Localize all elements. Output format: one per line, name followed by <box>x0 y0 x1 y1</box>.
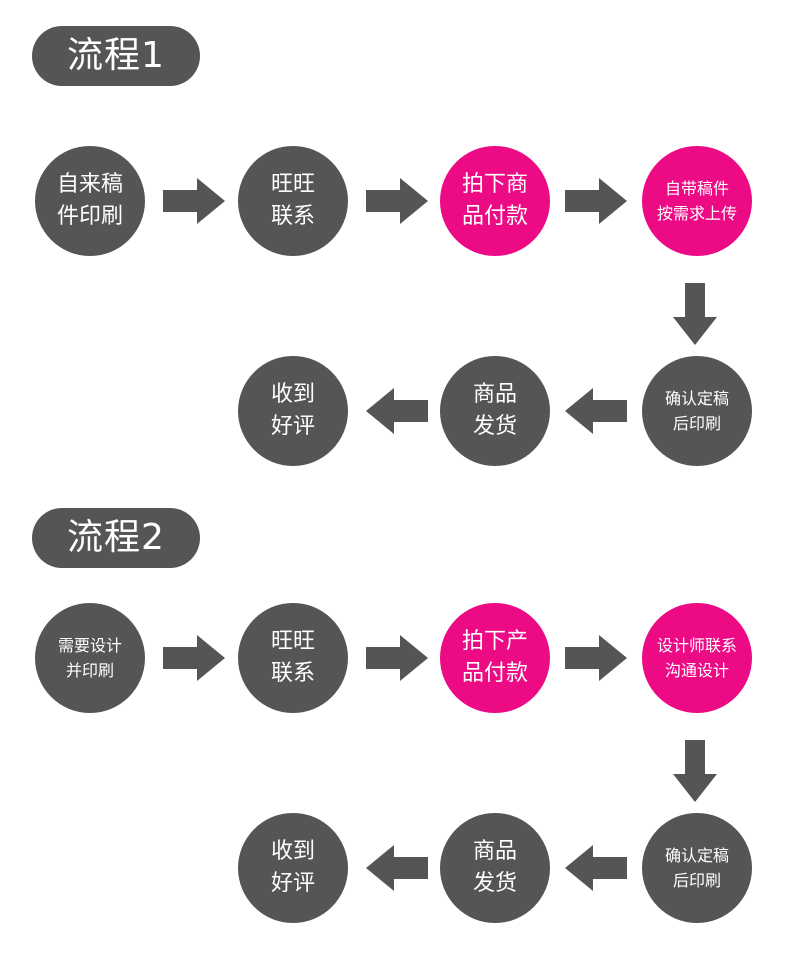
right-arrow-icon <box>163 178 225 224</box>
step-label-line: 需要设计 <box>57 636 122 655</box>
flow-1-title: 流程1 <box>32 26 200 86</box>
left-arrow-icon <box>565 845 627 891</box>
step-label-line: 后印刷 <box>672 871 721 890</box>
flow-1-step-6: 商品 发货 <box>440 356 550 466</box>
flow-1-step-2: 旺旺 联系 <box>238 146 348 256</box>
flow-2-step-4: 设计师联系 沟通设计 <box>642 603 752 713</box>
step-label-line: 设计师联系 <box>656 636 737 655</box>
step-label-line: 发货 <box>472 871 517 896</box>
right-arrow-icon <box>163 635 225 681</box>
flow-2-step-2: 旺旺 联系 <box>238 603 348 713</box>
step-label-line: 确认定稿 <box>664 389 729 408</box>
step-label-line: 拍下产 <box>461 629 528 654</box>
flow-2-step-5: 确认定稿 后印刷 <box>642 813 752 923</box>
step-label-line: 后印刷 <box>672 414 721 433</box>
step-label-line: 自来稿 <box>56 172 123 197</box>
right-arrow-icon <box>565 635 627 681</box>
flow-1-step-1: 自来稿 件印刷 <box>35 146 145 256</box>
right-arrow-icon <box>565 178 627 224</box>
down-arrow-icon <box>673 283 717 345</box>
right-arrow-icon <box>366 635 428 681</box>
step-label-line: 联系 <box>270 661 315 686</box>
flow-1-step-4: 自带稿件 按需求上传 <box>642 146 752 256</box>
flow-1-step-7: 收到 好评 <box>238 356 348 466</box>
step-label-line: 联系 <box>270 204 315 229</box>
step-label-line: 自带稿件 <box>664 179 729 198</box>
step-label-line: 沟通设计 <box>664 661 729 680</box>
step-label-line: 确认定稿 <box>664 846 729 865</box>
step-label-line: 按需求上传 <box>656 204 737 223</box>
step-label-line: 旺旺 <box>270 172 315 197</box>
flow-2-step-1: 需要设计 并印刷 <box>35 603 145 713</box>
flow-2-title: 流程2 <box>32 508 200 568</box>
step-label-line: 品付款 <box>461 661 528 686</box>
step-label-line: 并印刷 <box>65 661 114 680</box>
step-label-line: 好评 <box>270 871 315 896</box>
step-label-line: 发货 <box>472 414 517 439</box>
flow-1-step-5: 确认定稿 后印刷 <box>642 356 752 466</box>
flow-2-step-3: 拍下产 品付款 <box>440 603 550 713</box>
step-label-line: 商品 <box>472 382 517 407</box>
step-label-line: 收到 <box>270 839 315 864</box>
left-arrow-icon <box>366 845 428 891</box>
step-label-line: 品付款 <box>461 204 528 229</box>
left-arrow-icon <box>565 388 627 434</box>
step-label-line: 旺旺 <box>270 629 315 654</box>
step-label-line: 拍下商 <box>461 172 528 197</box>
step-label-line: 件印刷 <box>56 204 123 229</box>
flow-1-step-3: 拍下商 品付款 <box>440 146 550 256</box>
left-arrow-icon <box>366 388 428 434</box>
flow-2-step-7: 收到 好评 <box>238 813 348 923</box>
flow-2-step-6: 商品 发货 <box>440 813 550 923</box>
down-arrow-icon <box>673 740 717 802</box>
step-label-line: 商品 <box>472 839 517 864</box>
step-label-line: 好评 <box>270 414 315 439</box>
step-label-line: 收到 <box>270 382 315 407</box>
right-arrow-icon <box>366 178 428 224</box>
